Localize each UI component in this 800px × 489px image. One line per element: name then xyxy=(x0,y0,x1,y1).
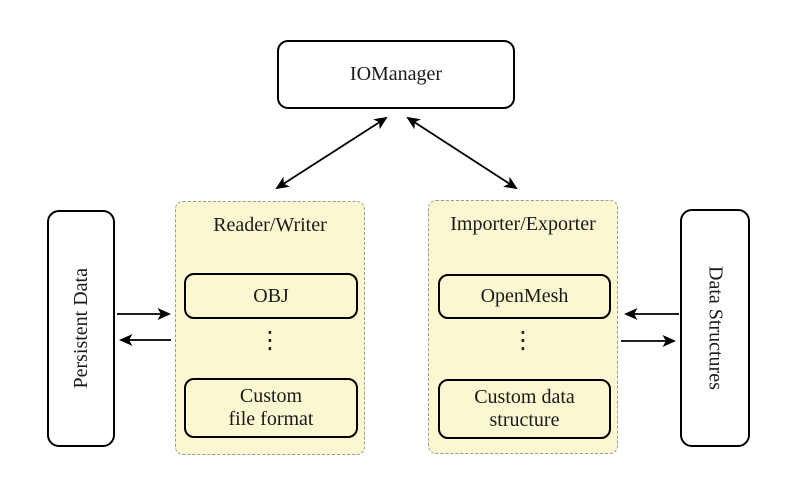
persistent-data-label: Persistent Data xyxy=(69,268,92,389)
iomanager-label: IOManager xyxy=(349,63,443,85)
custom-data-structure-line1: Custom data xyxy=(474,386,575,408)
custom-data-structure-line2: structure xyxy=(489,409,560,431)
importer-exporter-ellipsis: ⋮ xyxy=(511,326,535,354)
arrow-iomanager-importerexporter xyxy=(406,116,518,190)
reader-writer-title: Reader/Writer xyxy=(213,214,327,236)
openmesh-box: OpenMesh xyxy=(438,274,611,319)
importer-exporter-title: Importer/Exporter xyxy=(450,213,596,235)
iomanager-node: IOManager xyxy=(277,40,515,109)
arrow-iomanager-readerwriter xyxy=(275,116,388,190)
custom-file-format-box: Custom file format xyxy=(184,378,358,438)
reader-writer-panel: Reader/Writer OBJ ⋮ Custom file format xyxy=(175,201,365,455)
custom-file-format-line2: file format xyxy=(228,408,314,430)
data-structures-node: Data Structures xyxy=(680,209,750,447)
importer-exporter-panel: Importer/Exporter OpenMesh ⋮ Custom data… xyxy=(428,200,618,454)
custom-file-format-line1: Custom xyxy=(239,385,303,407)
obj-label: OBJ xyxy=(253,284,289,307)
obj-box: OBJ xyxy=(184,273,358,319)
reader-writer-ellipsis: ⋮ xyxy=(258,326,282,354)
data-structures-label: Data Structures xyxy=(704,266,727,390)
openmesh-label: OpenMesh xyxy=(480,285,569,307)
custom-data-structure-box: Custom data structure xyxy=(438,379,611,439)
persistent-data-node: Persistent Data xyxy=(47,210,115,447)
